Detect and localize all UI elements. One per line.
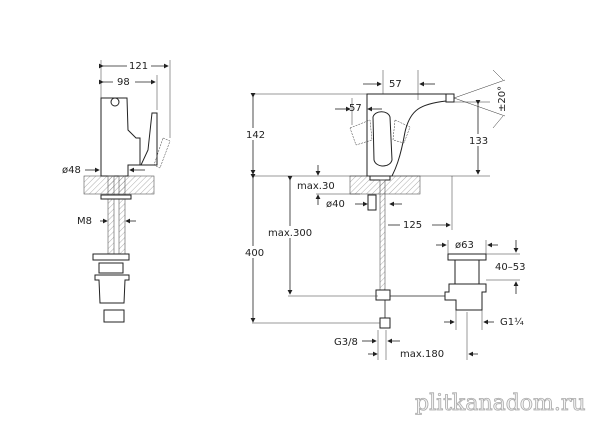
hose-fitting xyxy=(375,289,391,301)
dim-connection-g38: G3/8 xyxy=(334,337,358,348)
dim-waste-thread: G1¼ xyxy=(500,316,524,328)
watermark: plitkanadom.ru xyxy=(415,391,586,416)
dim-400: 400 xyxy=(245,248,264,259)
dim-142: 142 xyxy=(246,130,265,141)
dim-57-spout: 57 xyxy=(389,79,402,90)
dim-waste-height: 40–53 xyxy=(495,262,525,273)
waste-body xyxy=(444,283,487,311)
dim-98: 98 xyxy=(117,77,130,88)
front-view: 142 400 max.300 max.30 ø40 57 57 ±20° 13… xyxy=(243,69,525,360)
waste-neck xyxy=(454,259,480,285)
dim-angle-20: ±20° xyxy=(497,86,508,112)
dim-diameter-48: ø48 xyxy=(62,165,81,176)
hose-connectors xyxy=(103,309,125,323)
washer xyxy=(100,194,132,200)
cartridge-cap xyxy=(110,97,120,107)
dim-121: 121 xyxy=(129,61,148,72)
mixer-body-side xyxy=(100,97,141,177)
connection-nut xyxy=(379,317,391,329)
lever-side xyxy=(140,112,158,166)
lever-front xyxy=(372,111,393,167)
waste-cap xyxy=(447,253,487,261)
dim-max30: max.30 xyxy=(297,181,335,192)
fixing-nut-body xyxy=(94,274,130,304)
dim-max180: max.180 xyxy=(400,349,444,360)
dim-diameter-63: ø63 xyxy=(455,240,474,251)
dim-diameter-40: ø40 xyxy=(326,199,345,210)
side-view: 121 98 ø48 M8 xyxy=(62,59,171,323)
dim-max300: max.300 xyxy=(268,228,312,239)
dim-133: 133 xyxy=(469,136,488,147)
nut xyxy=(98,262,124,274)
dim-57-lever: 57 xyxy=(349,103,362,114)
lever-open-position xyxy=(153,137,171,169)
pop-up-rod xyxy=(367,194,377,211)
dim-125: 125 xyxy=(403,220,422,231)
hose-left xyxy=(107,175,115,255)
spray-nozzle xyxy=(445,93,455,103)
hose-right xyxy=(118,175,126,255)
flexible-hose xyxy=(379,179,386,291)
dim-thread-m8: M8 xyxy=(77,216,92,227)
fixing-plate xyxy=(92,253,130,261)
